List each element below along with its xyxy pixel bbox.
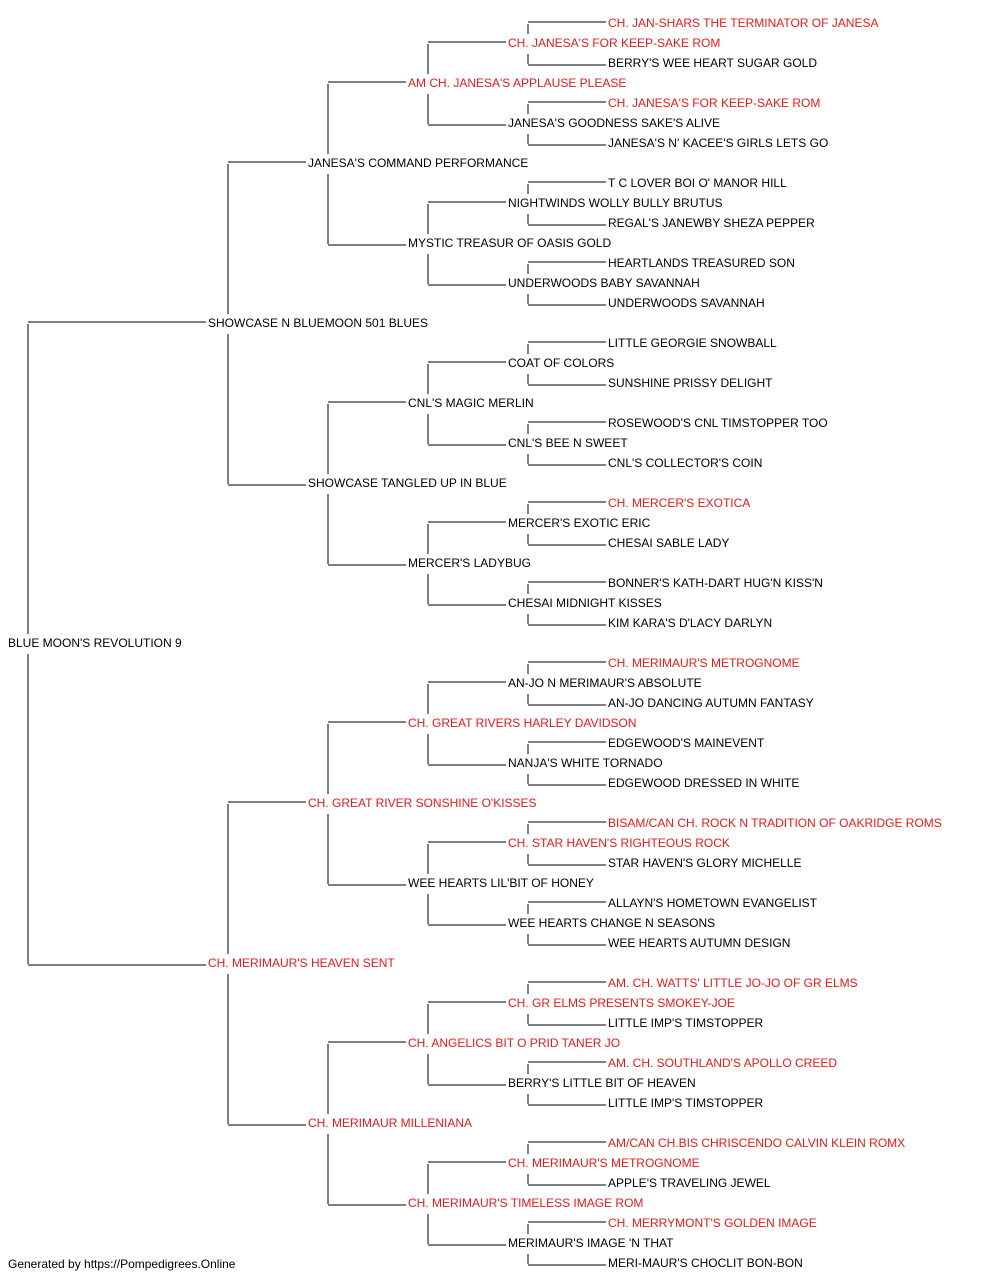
ancestor-name: CH. MERIMAUR'S METROGNOME [508,1156,700,1170]
ancestor-name: NIGHTWINDS WOLLY BULLY BRUTUS [508,196,722,210]
ancestor-name: CH. MERCER'S EXOTICA [608,496,750,510]
ancestor-name: KIM KARA'S D'LACY DARLYN [608,616,772,630]
ancestor-name: WEE HEARTS LIL'BIT OF HONEY [408,876,594,890]
ancestor-name: CH. MERRYMONT'S GOLDEN IMAGE [608,1216,817,1230]
ancestor-name: AN-JO N MERIMAUR'S ABSOLUTE [508,676,702,690]
ancestor-name: COAT OF COLORS [508,356,614,370]
ancestor-name: UNDERWOODS BABY SAVANNAH [508,276,700,290]
ancestor-name: CH. MERIMAUR'S TIMELESS IMAGE ROM [408,1196,643,1210]
ancestor-name: ROSEWOOD'S CNL TIMSTOPPER TOO [608,416,828,430]
ancestor-name: AM. CH. WATTS' LITTLE JO-JO OF GR ELMS [608,976,858,990]
generated-by-footer: Generated by https://Pompedigrees.Online [8,1257,236,1271]
ancestor-name: CH. STAR HAVEN'S RIGHTEOUS ROCK [508,836,730,850]
ancestor-name: ALLAYN'S HOMETOWN EVANGELIST [608,896,818,910]
ancestor-name: CHESAI MIDNIGHT KISSES [508,596,662,610]
ancestor-name: CNL'S BEE N SWEET [508,436,628,450]
subject-dog-name: BLUE MOON'S REVOLUTION 9 [8,636,182,650]
ancestor-name: AM CH. JANESA'S APPLAUSE PLEASE [408,76,626,90]
ancestor-name: LITTLE GEORGIE SNOWBALL [608,336,777,350]
ancestor-name: NANJA'S WHITE TORNADO [508,756,663,770]
ancestor-name: CH. JANESA'S FOR KEEP-SAKE ROM [508,36,720,50]
ancestor-name: CH. GREAT RIVER SONSHINE O'KISSES [308,796,537,810]
ancestor-name: T C LOVER BOI O' MANOR HILL [608,176,787,190]
ancestor-name: CH. GR ELMS PRESENTS SMOKEY-JOE [508,996,735,1010]
ancestor-name: BERRY'S LITTLE BIT OF HEAVEN [508,1076,696,1090]
ancestor-name: JANESA'S COMMAND PERFORMANCE [308,156,528,170]
ancestor-name: CH. MERIMAUR MILLENIANA [308,1116,472,1130]
ancestor-name: SUNSHINE PRISSY DELIGHT [608,376,773,390]
ancestor-name: CH. JAN-SHARS THE TERMINATOR OF JANESA [608,16,878,30]
ancestor-name: BONNER'S KATH-DART HUG'N KISS'N [608,576,823,590]
ancestor-name: MERI-MAUR'S CHOCLIT BON-BON [608,1256,803,1270]
ancestor-name: EDGEWOOD'S MAINEVENT [608,736,765,750]
ancestor-name: BISAM/CAN CH. ROCK N TRADITION OF OAKRID… [608,816,942,830]
ancestor-name: MYSTIC TREASUR OF OASIS GOLD [408,236,611,250]
ancestor-name: CH. MERIMAUR'S METROGNOME [608,656,800,670]
ancestor-name: JANESA'S GOODNESS SAKE'S ALIVE [508,116,720,130]
ancestor-name: CH. GREAT RIVERS HARLEY DAVIDSON [408,716,637,730]
ancestor-name: WEE HEARTS CHANGE N SEASONS [508,916,715,930]
ancestor-name: MERCER'S EXOTIC ERIC [508,516,651,530]
ancestor-name: CH. JANESA'S FOR KEEP-SAKE ROM [608,96,820,110]
ancestor-name: MERCER'S LADYBUG [408,556,531,570]
ancestor-name: CNL'S MAGIC MERLIN [408,396,534,410]
ancestor-name: CHESAI SABLE LADY [608,536,729,550]
ancestor-name: MERIMAUR'S IMAGE 'N THAT [508,1236,674,1250]
ancestor-name: STAR HAVEN'S GLORY MICHELLE [608,856,801,870]
ancestor-name: AM. CH. SOUTHLAND'S APOLLO CREED [608,1056,837,1070]
ancestor-name: HEARTLANDS TREASURED SON [608,256,795,270]
ancestor-name: WEE HEARTS AUTUMN DESIGN [608,936,790,950]
ancestor-name: LITTLE IMP'S TIMSTOPPER [608,1016,764,1030]
ancestor-name: LITTLE IMP'S TIMSTOPPER [608,1096,764,1110]
ancestor-name: UNDERWOODS SAVANNAH [608,296,765,310]
ancestor-name: AM/CAN CH.BIS CHRISCENDO CALVIN KLEIN RO… [608,1136,905,1150]
ancestor-name: CNL'S COLLECTOR'S COIN [608,456,762,470]
ancestor-name: JANESA'S N' KACEE'S GIRLS LETS GO [608,136,828,150]
ancestor-name: CH. ANGELICS BIT O PRID TANER JO [408,1036,620,1050]
ancestor-name: SHOWCASE N BLUEMOON 501 BLUES [208,316,428,330]
ancestor-name: AN-JO DANCING AUTUMN FANTASY [608,696,814,710]
ancestor-name: SHOWCASE TANGLED UP IN BLUE [308,476,507,490]
ancestor-name: CH. MERIMAUR'S HEAVEN SENT [208,956,395,970]
ancestor-name: BERRY'S WEE HEART SUGAR GOLD [608,56,817,70]
ancestor-name: EDGEWOOD DRESSED IN WHITE [608,776,799,790]
ancestor-name: REGAL'S JANEWBY SHEZA PEPPER [608,216,815,230]
ancestor-name: APPLE'S TRAVELING JEWEL [608,1176,771,1190]
